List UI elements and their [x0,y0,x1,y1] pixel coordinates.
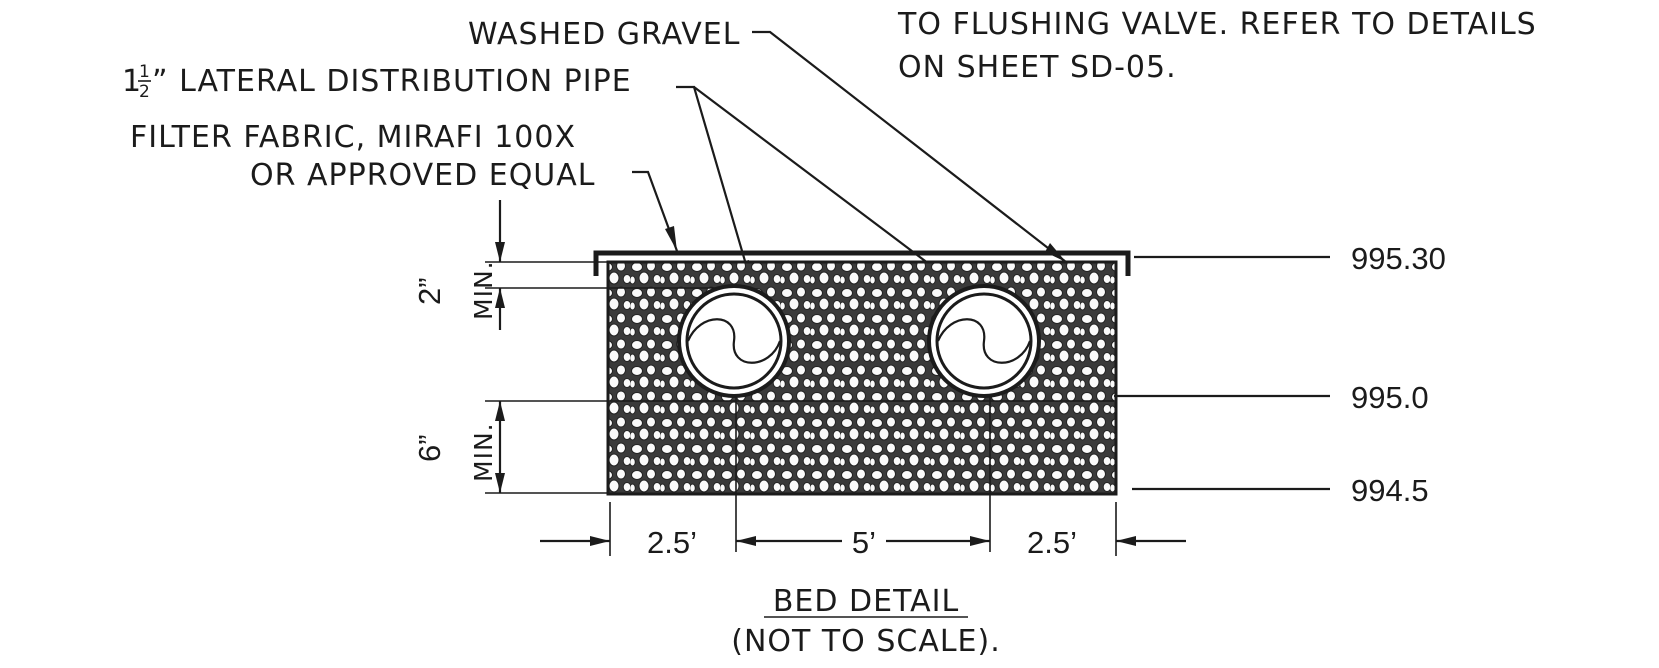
washed-gravel-label: WASHED GRAVEL [468,17,740,52]
left-distribution-pipe [677,284,791,398]
detail-subtitle: (NOT TO SCALE). [731,624,1001,659]
detail-title: BED DETAIL [773,584,959,619]
dim-2in-note: MIN. [469,260,498,320]
gravel-bed [606,260,1118,496]
elevation-bottom: 994.5 [1351,473,1429,508]
filter-fabric-line [593,250,1131,276]
filter-fabric-label-1: FILTER FABRIC, MIRAFI 100X [130,120,576,155]
elevation-middle: 995.0 [1351,380,1429,415]
note-line-3: ON SHEET SD-05. [898,50,1177,85]
pipe-size-numerator: 1 [139,62,151,82]
dim-right-2-5ft: 2.5’ [1027,525,1077,560]
pipe-size-denominator: 2 [139,82,151,102]
horizontal-dimension-lines [540,502,1186,556]
filter-fabric-label-2: OR APPROVED EQUAL [250,158,596,193]
dim-2in-value: 2” [412,277,447,305]
vertical-dimension-lines [485,200,720,494]
note-line-2: TO FLUSHING VALVE. REFER TO DETAILS [897,7,1537,42]
elevation-top: 995.30 [1351,241,1446,276]
dim-6in-note: MIN. [469,422,498,482]
dim-left-2-5ft: 2.5’ [647,525,697,560]
dim-center-5ft: 5’ [852,525,876,560]
dim-6in-value: 6” [412,434,447,462]
right-distribution-pipe [927,284,1041,398]
pipe-size-whole: 1 [122,64,142,99]
lateral-pipe-label: ” LATERAL DISTRIBUTION PIPE [152,64,632,99]
